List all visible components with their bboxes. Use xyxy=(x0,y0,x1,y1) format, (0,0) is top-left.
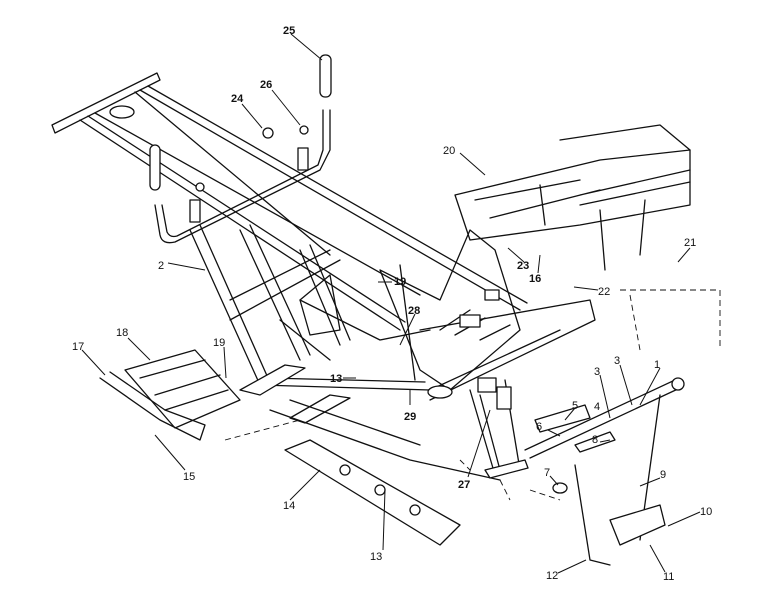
callout-19b: 19 xyxy=(213,337,225,349)
callout-15: 15 xyxy=(183,471,195,483)
callout-8: 8 xyxy=(592,434,598,446)
callout-7: 7 xyxy=(544,467,550,479)
callout-25: 25 xyxy=(283,25,295,37)
callout-17: 17 xyxy=(72,341,84,353)
rear-rack xyxy=(454,124,691,271)
callout-18: 18 xyxy=(116,327,128,339)
callout-10: 10 xyxy=(700,506,712,518)
callout-3b: 3 xyxy=(594,366,600,378)
callout-20: 20 xyxy=(443,145,455,157)
skid-plate xyxy=(284,439,461,546)
callout-19: 19 xyxy=(394,276,406,288)
callout-24: 24 xyxy=(231,93,244,105)
callout-13b: 13 xyxy=(370,551,382,563)
callout-21: 21 xyxy=(684,237,696,249)
callout-1: 1 xyxy=(654,359,660,371)
callout-6: 6 xyxy=(536,421,542,433)
callout-12: 12 xyxy=(546,570,558,582)
callout-5: 5 xyxy=(572,400,578,412)
callout-13: 13 xyxy=(330,373,342,385)
callout-29: 29 xyxy=(404,411,416,423)
callout-27: 27 xyxy=(458,479,470,491)
callout-labels: 25 24 26 20 2 19 21 23 16 22 28 18 19 17… xyxy=(72,25,712,583)
callout-2: 2 xyxy=(158,260,164,272)
callout-3: 3 xyxy=(614,355,620,367)
footrest-left xyxy=(99,349,241,441)
callout-26: 26 xyxy=(260,79,272,91)
leader-lines xyxy=(81,33,701,574)
grab-bar xyxy=(149,54,332,244)
callout-11: 11 xyxy=(663,571,674,583)
callout-23: 23 xyxy=(517,260,529,272)
callout-16: 16 xyxy=(529,273,541,285)
callout-22: 22 xyxy=(598,286,610,298)
main-frame xyxy=(51,72,596,481)
callout-28: 28 xyxy=(408,305,420,317)
callout-4: 4 xyxy=(594,401,600,413)
front-bumper xyxy=(524,377,685,566)
callout-9: 9 xyxy=(660,469,666,481)
callout-14: 14 xyxy=(283,500,295,512)
